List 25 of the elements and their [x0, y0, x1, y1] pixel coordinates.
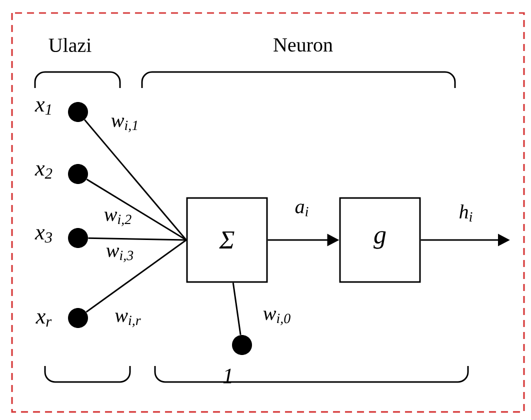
edge-label: w$_{i,1}$ — [110, 116, 140, 134]
connector — [232, 282, 242, 335]
input-dot — [68, 308, 88, 328]
input-dot — [68, 164, 88, 184]
edge-label: w$_{i,2}$ — [102, 210, 134, 228]
edge-label: w$_{i,0}$ — [262, 310, 292, 326]
function-box: Σ — [186, 197, 268, 283]
input-label: x$_{3}$ — [34, 229, 52, 243]
edge-label: a$_{i}$ — [294, 202, 310, 218]
input-label: x$_{r}$ — [36, 313, 52, 327]
input-dot — [68, 228, 88, 248]
input-dot — [68, 102, 88, 122]
edge-label: w$_{i,3}$ — [104, 246, 136, 264]
connector — [86, 239, 187, 313]
input-label: x$_{1}$ — [34, 101, 51, 115]
edge-label: w$_{i,r}$ — [114, 312, 142, 328]
connector — [88, 237, 186, 241]
edge-label: h$_{i}$ — [458, 204, 474, 222]
input-dot — [232, 334, 252, 355]
group-label: Ulazi — [48, 38, 92, 52]
group-label: Neuron — [274, 38, 333, 52]
connector — [86, 178, 187, 241]
connector — [84, 119, 187, 240]
input-label: x$_{2}$ — [34, 165, 52, 179]
function-box: g — [339, 197, 421, 283]
